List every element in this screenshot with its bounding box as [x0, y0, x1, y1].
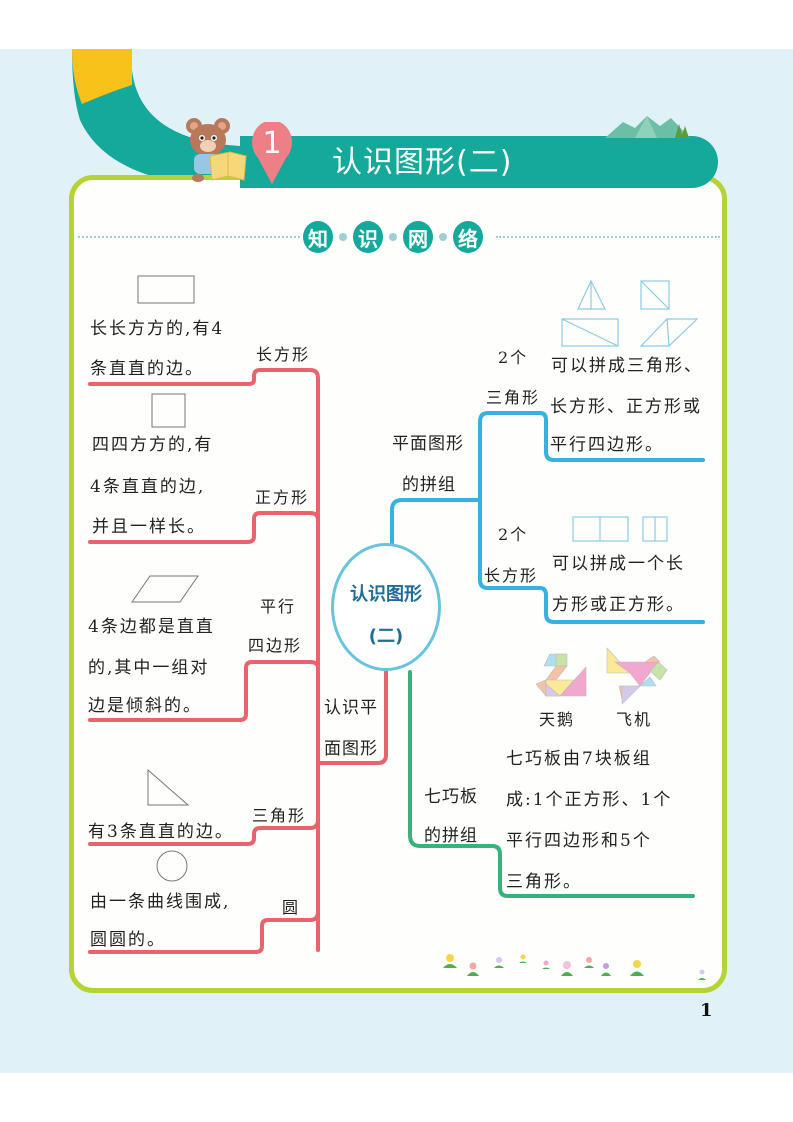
circle-desc-line: 圆圆的。	[90, 930, 166, 950]
dotted-divider-right	[496, 236, 720, 238]
parallelogram-icon	[131, 575, 199, 603]
square-icon	[151, 393, 186, 428]
square-desc-line: 4条直直的边,	[90, 477, 206, 497]
lesson-number: 1	[262, 126, 282, 161]
section-keyword: 络	[453, 221, 483, 253]
square-desc-line: 四四方方的,有	[92, 435, 214, 455]
tangram-plane-caption: 飞机	[616, 710, 653, 729]
title-banner	[240, 136, 718, 188]
two-rectangles-count: 2个	[498, 525, 529, 544]
branch-left-label: 面图形	[324, 739, 378, 759]
rectangle-desc-line: 长长方方的,有4	[90, 319, 225, 339]
parallelogram-label: 平行	[260, 597, 297, 616]
mountains-icon	[605, 116, 690, 138]
triangle-icon	[147, 768, 190, 806]
two-triangles-label: 三角形	[486, 388, 541, 407]
two-rectangles-label: 长方形	[484, 566, 539, 585]
two-triangles-desc-line: 长方形、正方形或	[550, 397, 702, 417]
rectangle-combinations-icon	[572, 516, 668, 542]
parallelogram-desc-line: 边是倾斜的。	[88, 696, 202, 716]
tangram-swan-caption: 天鹅	[539, 710, 576, 729]
two-triangles-desc-line: 可以拼成三角形、	[551, 356, 703, 376]
center-node	[331, 543, 441, 671]
dotted-divider-left	[78, 236, 300, 238]
triangle-desc-line: 有3条直直的边。	[88, 822, 234, 842]
section-keyword: 网	[403, 221, 433, 253]
rectangle-desc-line: 条直直的边。	[90, 359, 204, 379]
rectangle-icon	[137, 275, 195, 304]
circle-icon	[156, 850, 188, 882]
two-rectangles-desc-line: 可以拼成一个长	[552, 554, 685, 574]
dot-separator	[389, 233, 397, 241]
flower-decorations	[443, 954, 706, 980]
branch-bottom-right-label: 七巧板	[424, 787, 478, 807]
two-rectangles-desc-line: 方形或正方形。	[552, 595, 685, 615]
tangram-desc-line: 平行四边形和5个	[506, 831, 652, 851]
tangram-desc-line: 成:1个正方形、1个	[506, 790, 673, 810]
lesson-number-badge	[252, 122, 292, 184]
dot-separator	[339, 233, 347, 241]
bottom-right-branch-lines	[408, 670, 695, 898]
section-heading: 知 识 网 络	[303, 221, 483, 253]
parallelogram-label: 四边形	[248, 636, 303, 655]
page-title: 认识图形(二)	[332, 145, 513, 180]
circle-label: 圆	[282, 898, 301, 917]
tangram-desc-line: 三角形。	[506, 872, 582, 892]
circle-desc-line: 由一条曲线围成,	[90, 892, 231, 912]
branch-top-right-label: 的拼组	[402, 475, 456, 495]
branch-left-label: 认识平	[324, 698, 378, 718]
parallelogram-desc-line: 的,其中一组对	[88, 658, 210, 678]
square-label: 正方形	[255, 488, 310, 507]
two-triangles-desc-line: 平行四边形。	[550, 435, 664, 455]
tangram-plane-icon	[606, 647, 668, 705]
left-branch-lines	[88, 368, 388, 954]
rectangle-label: 长方形	[256, 345, 311, 364]
dot-separator	[439, 233, 447, 241]
top-right-branch-lines	[390, 411, 705, 624]
bear-reading-icon	[186, 118, 247, 182]
branch-top-right-label: 平面图形	[392, 434, 464, 454]
tangram-swan-icon	[535, 653, 587, 697]
tangram-desc-line: 七巧板由7块板组	[506, 749, 652, 769]
triangle-combinations-icon	[561, 279, 699, 347]
center-title: 认识图形	[350, 584, 422, 605]
branch-bottom-right-label: 的拼组	[424, 826, 478, 846]
section-keyword: 知	[303, 221, 333, 253]
triangle-label: 三角形	[252, 806, 307, 825]
two-triangles-count: 2个	[498, 348, 529, 367]
section-keyword: 识	[353, 221, 383, 253]
page-number: 1	[700, 1000, 713, 1021]
square-desc-line: 并且一样长。	[92, 517, 206, 537]
center-subtitle: (二)	[368, 626, 404, 647]
parallelogram-desc-line: 4条边都是直直	[88, 617, 215, 637]
